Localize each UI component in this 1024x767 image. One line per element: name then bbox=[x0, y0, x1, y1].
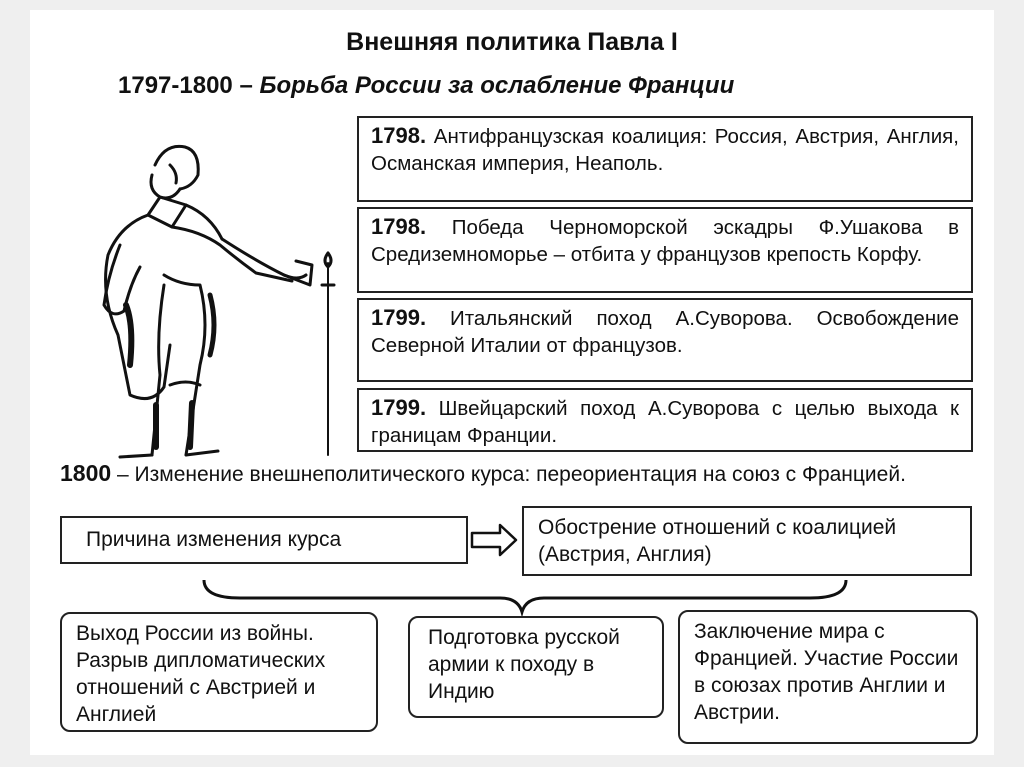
event-year-4: 1799. bbox=[371, 395, 427, 420]
result-text-3: Заключение мира с Францией. Участие Росс… bbox=[694, 620, 959, 724]
result-text-2: Подготовка русской армии к походу в Инди… bbox=[428, 626, 620, 703]
effect-box: Обострение отношений с коалицией (Австри… bbox=[522, 506, 972, 576]
result-box-1: Выход России из войны. Разрыв дипломатич… bbox=[60, 612, 378, 732]
effect-text: Обострение отношений с коалицией (Австри… bbox=[538, 516, 897, 566]
event-year-2: 1798. bbox=[371, 214, 427, 239]
course-change-text: – Изменение внешнеполитического курса: п… bbox=[117, 463, 906, 486]
event-text-4: Швейцарский поход А.Суворова с целью вых… bbox=[371, 397, 959, 447]
brace-connector bbox=[202, 579, 848, 618]
slide-canvas: Внешняя политика Павла I 1797-1800 – Бор… bbox=[30, 10, 994, 755]
course-change-year: 1800 bbox=[60, 460, 112, 486]
cause-text: Причина изменения курса bbox=[86, 528, 342, 551]
event-text-1: Антифранцузская коалиция: Россия, Австри… bbox=[371, 125, 959, 175]
event-box-2: 1798. Победа Черноморской эскадры Ф.Ушак… bbox=[357, 207, 973, 293]
subtitle-years: 1797-1800 bbox=[118, 72, 233, 99]
event-year-1: 1798. bbox=[371, 123, 427, 148]
event-text-3: Итальянский поход А.Суворова. Освобожден… bbox=[371, 307, 959, 357]
subtitle-dash: – bbox=[239, 72, 253, 99]
subtitle: 1797-1800 – Борьба России за ослабление … bbox=[118, 72, 734, 100]
event-text-2: Победа Черноморской эскадры Ф.Ушакова в … bbox=[371, 216, 959, 266]
subtitle-text: Борьба России за ослабление Франции bbox=[259, 72, 735, 99]
course-change: 1800 – Изменение внешнеполитического кур… bbox=[60, 460, 960, 488]
event-year-3: 1799. bbox=[371, 305, 427, 330]
event-box-1: 1798. Антифранцузская коалиция: Россия, … bbox=[357, 116, 973, 202]
arrow-right-icon bbox=[470, 523, 518, 557]
event-box-4: 1799. Швейцарский поход А.Суворова с цел… bbox=[357, 388, 973, 452]
cause-box: Причина изменения курса bbox=[60, 516, 468, 564]
event-box-3: 1799. Итальянский поход А.Суворова. Осво… bbox=[357, 298, 973, 382]
page-title: Внешняя политика Павла I bbox=[346, 28, 678, 56]
result-text-1: Выход России из войны. Разрыв дипломатич… bbox=[76, 622, 326, 726]
result-box-3: Заключение мира с Францией. Участие Росс… bbox=[678, 610, 978, 744]
paul-portrait-illustration bbox=[102, 144, 336, 459]
result-box-2: Подготовка русской армии к походу в Инди… bbox=[408, 616, 664, 718]
